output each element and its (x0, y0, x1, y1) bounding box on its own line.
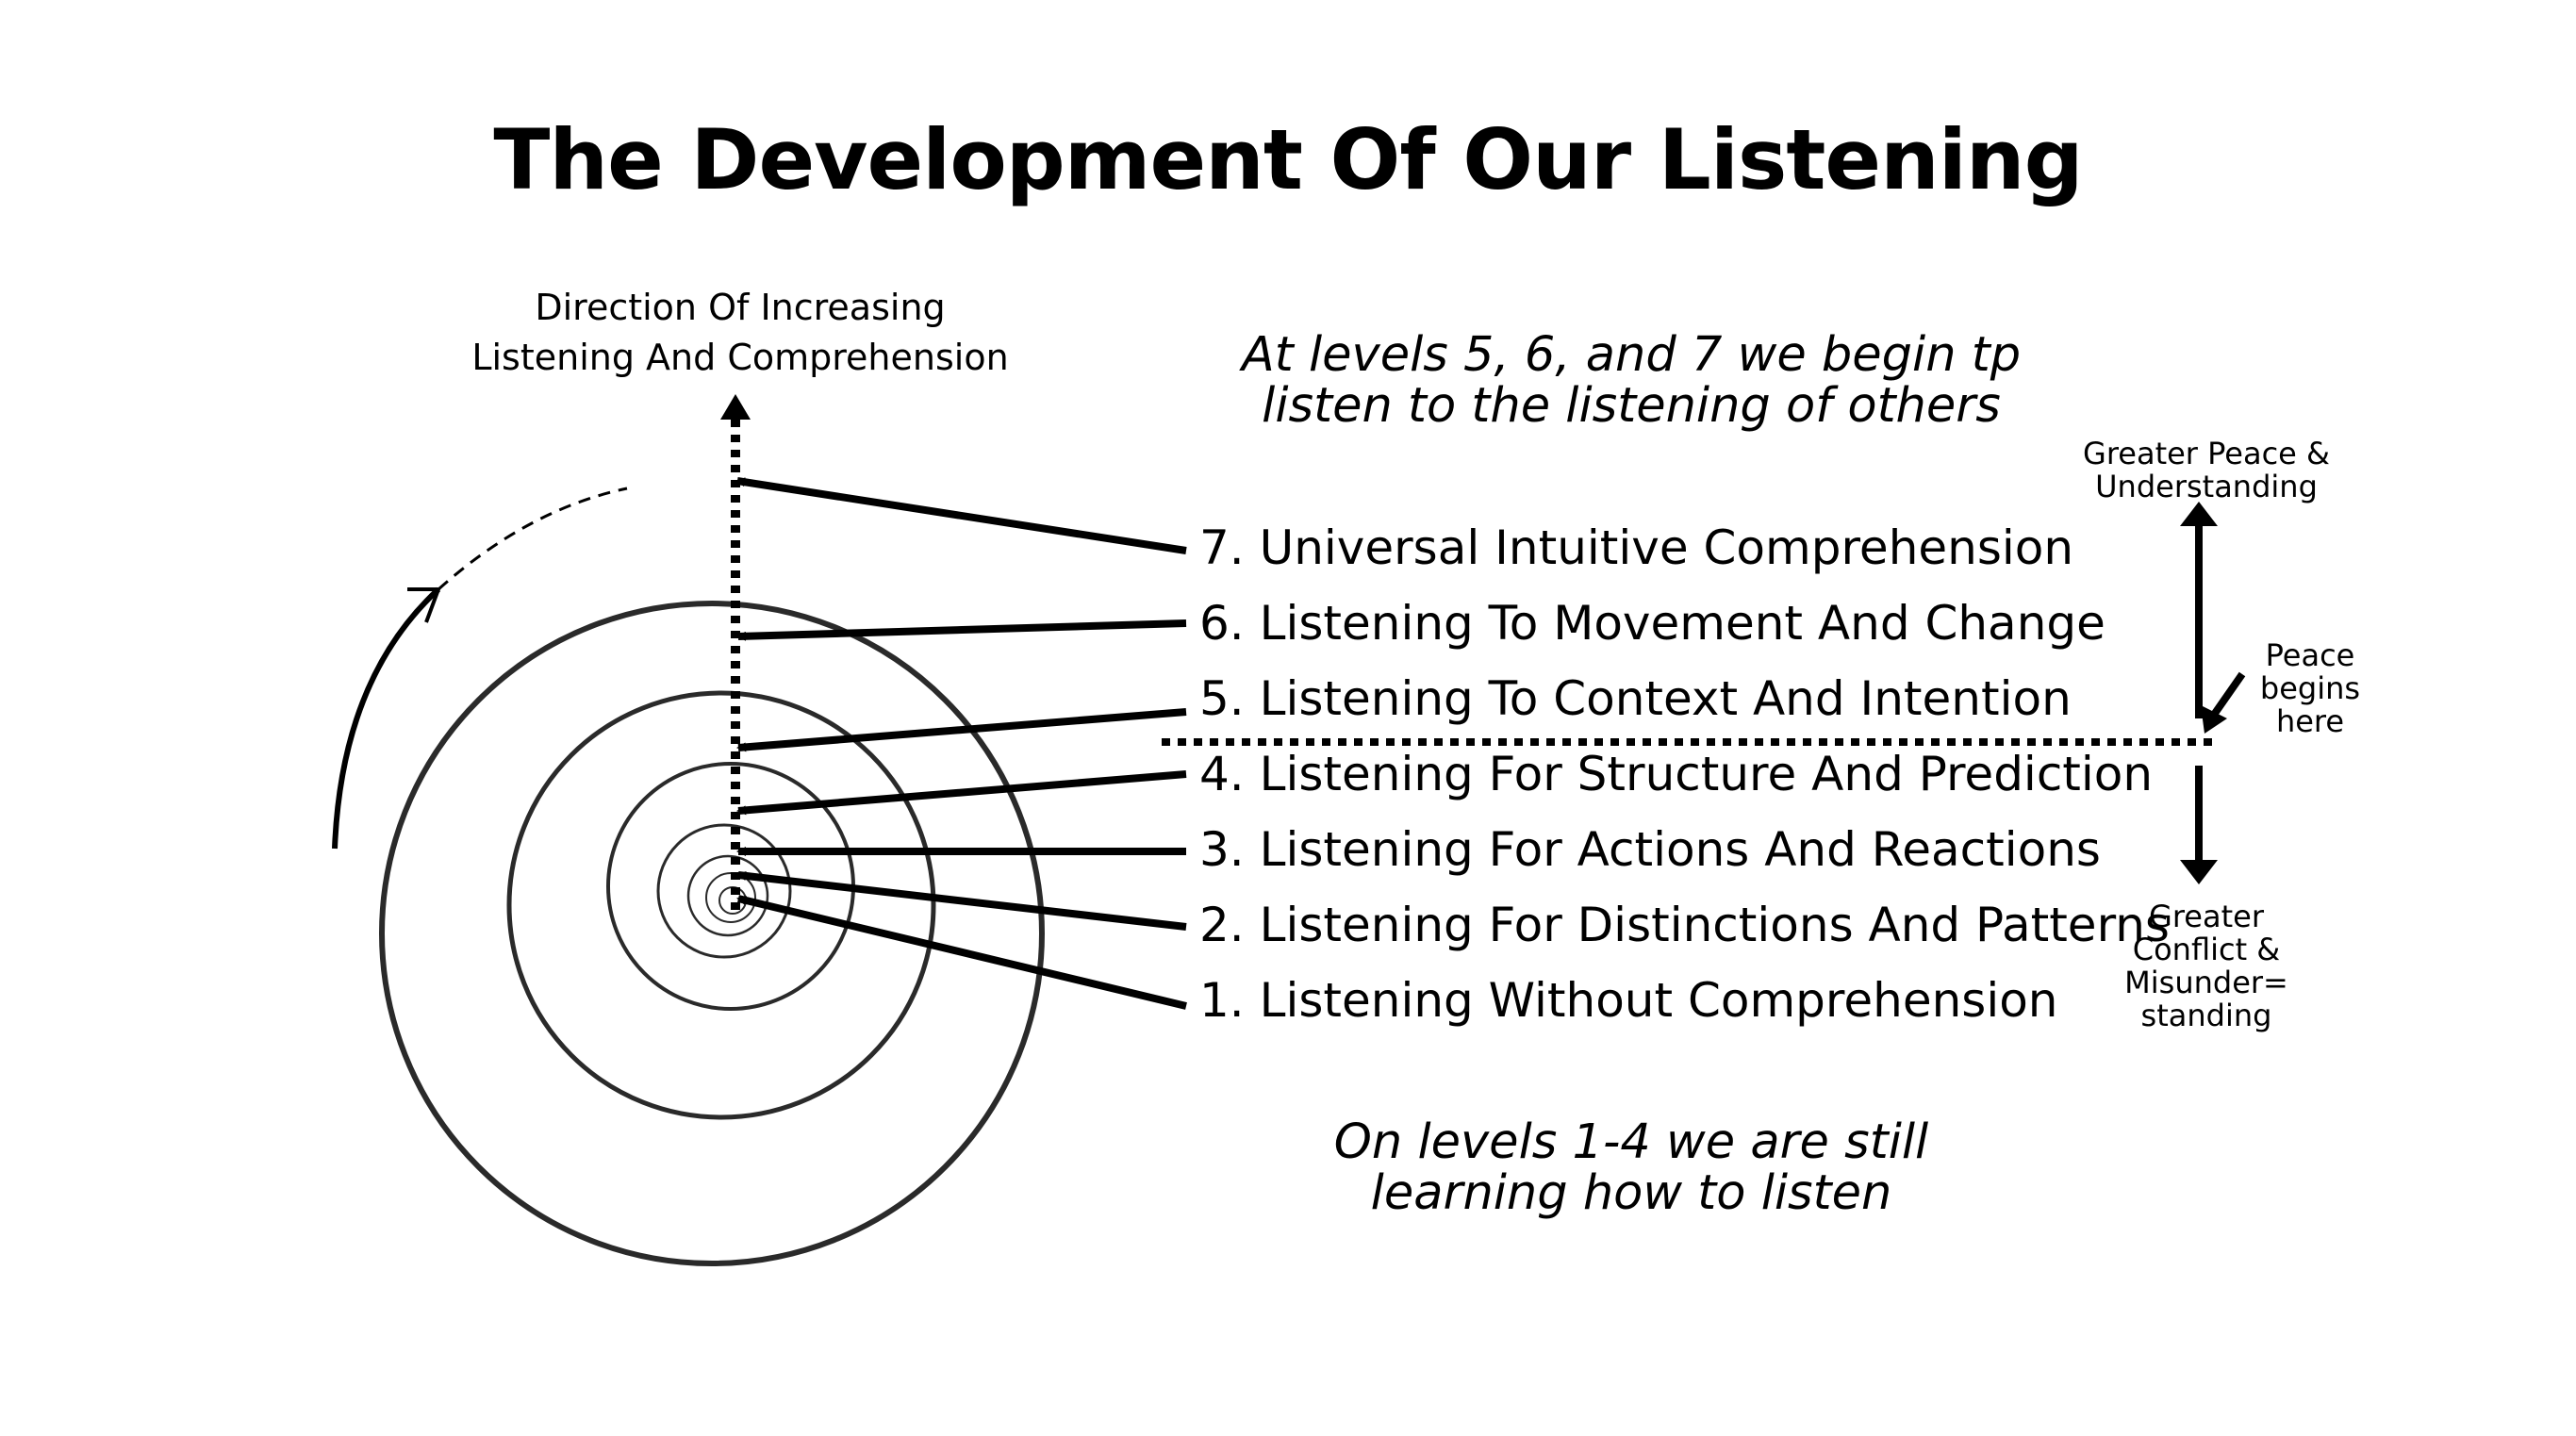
greater-peace-line-1: Greater Peace & (2083, 436, 2330, 471)
level-6-label: 6. Listening To Movement And Change (1199, 596, 2105, 651)
level-7-label: 7. Universal Intuitive Comprehension (1199, 520, 2074, 575)
upper-levels-note: At levels 5, 6, and 7 we begin tp listen… (1207, 330, 2056, 432)
spiral-ring-outer (379, 601, 1045, 1266)
peace-begins-line-3: here (2275, 703, 2345, 739)
spiral-continuation-arc (332, 586, 441, 850)
pointer-arrow-level-5 (736, 708, 1187, 752)
pointer-arrow-level-4 (736, 770, 1187, 816)
peace-begins-arrowhead (2201, 705, 2227, 734)
peace-begins-line-1: Peace (2265, 637, 2355, 673)
pointer-arrow-level-1 (736, 895, 1187, 1010)
listening-levels-list: 7. Universal Intuitive Comprehension 6. … (1199, 518, 2170, 1046)
spiral-ring-3 (686, 854, 769, 937)
peace-begins-pointer (2210, 671, 2246, 718)
upper-levels-note-line-2: listen to the listening of others (1262, 378, 2001, 434)
spiral-rings (379, 601, 1045, 1266)
spiral-dashed-arc (438, 487, 628, 591)
direction-label: Direction Of Increasing Listening And Co… (443, 283, 1037, 383)
level-2-label: 2. Listening For Distinctions And Patter… (1199, 898, 2170, 952)
greater-conflict-line-1: Greater (2149, 899, 2264, 934)
level-pointer-arrows (735, 477, 1187, 1010)
greater-conflict-line-4: standing (2140, 998, 2272, 1033)
direction-arrowhead (720, 394, 751, 420)
pointer-arrow-level-6 (736, 619, 1187, 641)
peace-up-arrowhead (2180, 502, 2218, 526)
lower-levels-note: On levels 1-4 we are still learning how … (1207, 1117, 2056, 1219)
greater-conflict-label: Greater Conflict & Misunder= standing (2074, 900, 2338, 1032)
diagram-title: The Development Of Our Listening (493, 111, 2083, 208)
spiral-ring-4 (656, 823, 792, 959)
spiral-ring-6 (506, 690, 936, 1120)
lower-levels-note-line-1: On levels 1-4 we are still (1333, 1114, 1929, 1170)
greater-peace-line-2: Understanding (2095, 469, 2318, 504)
level-3-label: 3. Listening For Actions And Reactions (1199, 822, 2101, 877)
conflict-down-arrowhead (2180, 860, 2218, 884)
greater-peace-label: Greater Peace & Understanding (2056, 437, 2357, 503)
direction-label-line-2: Listening And Comprehension (471, 337, 1009, 378)
level-4-label: 4. Listening For Structure And Predictio… (1199, 747, 2154, 801)
pointer-arrow-level-2 (736, 870, 1187, 931)
level-1-label: 1. Listening Without Comprehension (1199, 973, 2058, 1028)
lower-levels-note-line-2: learning how to listen (1370, 1165, 1892, 1221)
greater-conflict-line-2: Conflict & (2132, 932, 2281, 967)
pointer-arrow-level-7 (735, 477, 1187, 554)
upper-levels-note-line-1: At levels 5, 6, and 7 we begin tp (1241, 327, 2022, 383)
level-5-label: 5. Listening To Context And Intention (1199, 671, 2072, 726)
greater-conflict-line-3: Misunder= (2124, 965, 2288, 1000)
peace-begins-label: Peace begins here (2225, 639, 2395, 738)
peace-begins-line-2: begins (2259, 670, 2361, 706)
direction-label-line-1: Direction Of Increasing (535, 287, 946, 328)
